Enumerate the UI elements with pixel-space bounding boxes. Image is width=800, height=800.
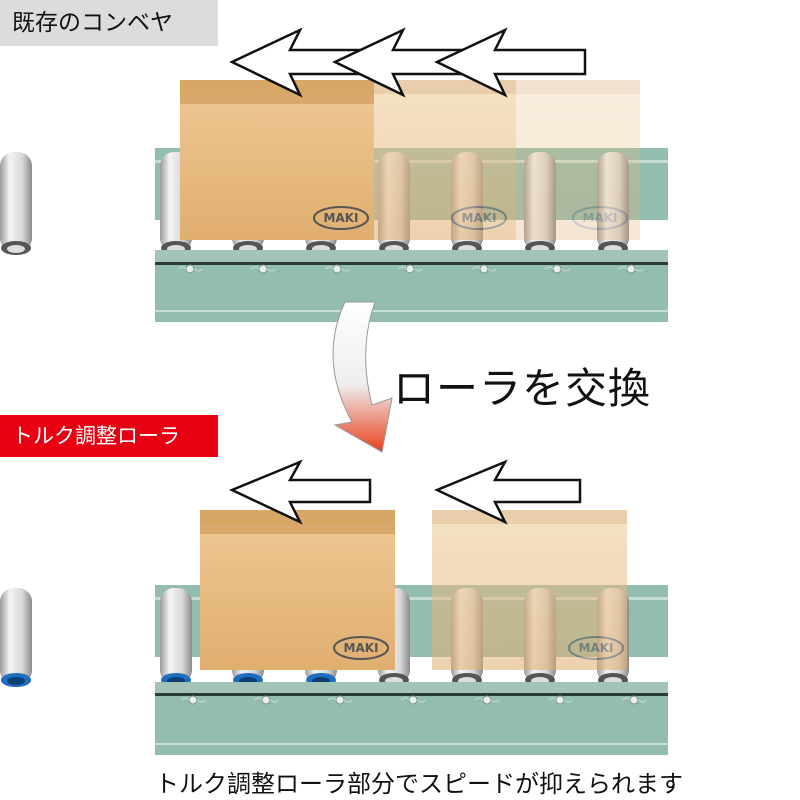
torque-roller-label: トルク調整ローラ: [0, 415, 218, 457]
rollers: [0, 152, 32, 255]
arrow-left-icon: [433, 459, 582, 525]
bottom-conveyor: MAKI MAKI: [0, 459, 668, 755]
curved-down-arrow-icon: [332, 301, 393, 453]
box-logo: MAKI: [344, 641, 379, 655]
box-ghost-1: MAKI: [374, 80, 516, 240]
caption: トルク調整ローラ部分でスピードが抑えられます: [155, 770, 683, 798]
box-logo: MAKI: [462, 211, 497, 225]
torque-roller: [160, 588, 192, 687]
box-ghost: MAKI: [432, 510, 627, 670]
existing-conveyor-label: 既存のコンベヤ: [0, 0, 218, 46]
box-logo: MAKI: [324, 211, 359, 225]
direction-arrows: [229, 27, 587, 98]
direction-arrows: [228, 459, 582, 525]
box-logo: MAKI: [583, 211, 618, 225]
arrow-left-icon: [434, 27, 587, 98]
box-ghost-2: MAKI: [516, 80, 640, 240]
arrow-left-icon: [228, 459, 372, 525]
replace-roller-text: ローラを交換: [393, 364, 652, 413]
box-logo: MAKI: [579, 641, 614, 655]
top-conveyor: MAKI MAKI MAKI: [0, 27, 668, 322]
box-moving: MAKI: [180, 80, 374, 240]
box-slowed: MAKI: [200, 510, 395, 670]
